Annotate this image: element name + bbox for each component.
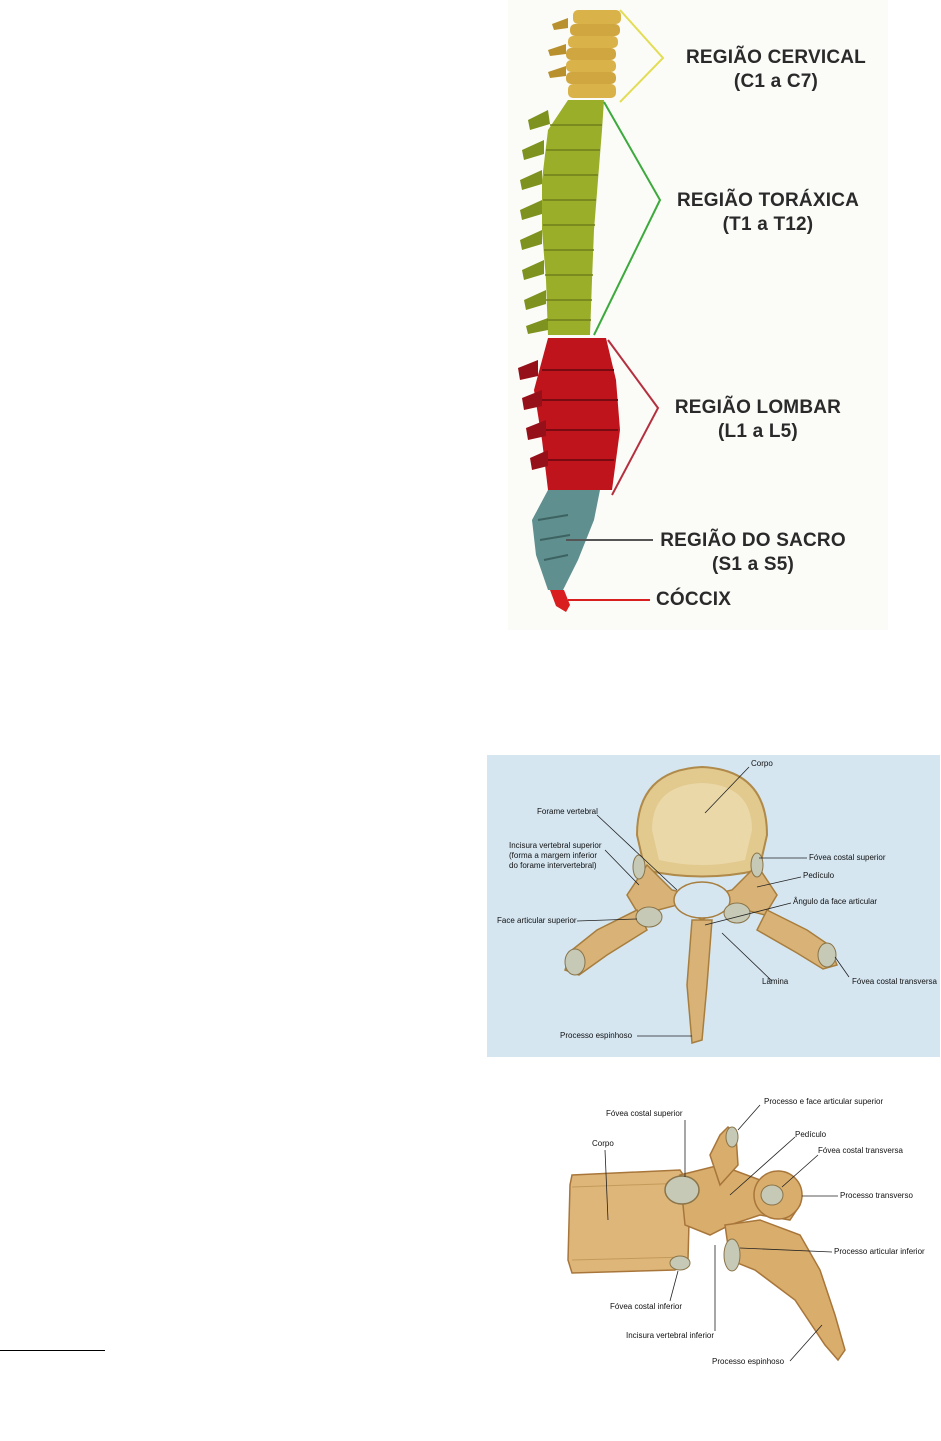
coccyx-label: CÓCCIX [656, 588, 736, 612]
lumbar-label: REGIÃO LOMBAR (L1 a L5) [648, 396, 868, 444]
footnote-rule [0, 1350, 105, 1351]
cervical-name: REGIÃO CERVICAL [685, 47, 866, 68]
label-lat-pediculo: Pedículo [795, 1130, 827, 1139]
cervical-range: (C1 a C7) [733, 71, 819, 92]
label-processo-transverso: Processo transverso [840, 1191, 913, 1200]
label-incisura-vertebral-inferior: Incisura vertebral inferior [626, 1331, 715, 1340]
label-forame-vertebral: Forame vertebral [537, 807, 598, 816]
cervical-label: REGIÃO CERVICAL (C1 a C7) [666, 46, 886, 94]
label-incisura-superior-1: Incisura vertebral superior [509, 841, 602, 850]
vertebra-superior-view: Corpo Forame vertebral Incisura vertebra… [487, 755, 940, 1057]
lumbar-name: REGIÃO LOMBAR [674, 397, 842, 418]
sacrum-name: REGIÃO DO SACRO [660, 530, 846, 551]
label-fovea-costal-transversa: Fóvea costal transversa [852, 977, 937, 986]
label-incisura-superior-3: do forame intervertebral) [509, 861, 597, 870]
vertebra-lateral-illustration [567, 1104, 846, 1362]
cervical-bracket [619, 9, 665, 103]
vertebra-superior-illustration [564, 765, 850, 1044]
label-processo-face-articular-superior: Processo e face articular superior [764, 1097, 884, 1106]
thoracic-vertebrae [520, 100, 604, 335]
label-corpo: Corpo [751, 759, 773, 768]
cervical-vertebrae [548, 10, 621, 98]
label-fovea-costal-superior: Fóvea costal superior [809, 853, 886, 862]
lumbar-bracket [607, 339, 660, 496]
lumbar-vertebrae [518, 338, 620, 490]
label-pediculo: Pedículo [803, 871, 835, 880]
coccyx [550, 590, 570, 612]
lumbar-range: (L1 a L5) [718, 421, 798, 442]
thoracic-bracket [593, 101, 662, 336]
label-angulo-face-articular: Ângulo da face articular [793, 897, 878, 906]
thoracic-label: REGIÃO TORÁXICA (T1 a T12) [658, 189, 878, 237]
sacrum-range: (S1 a S5) [711, 554, 795, 575]
label-processo-espinhoso: Processo espinhoso [560, 1031, 633, 1040]
sacrum-label: REGIÃO DO SACRO (S1 a S5) [648, 529, 858, 577]
thoracic-range: (T1 a T12) [722, 214, 814, 235]
label-lat-processo-espinhoso: Processo espinhoso [712, 1357, 785, 1366]
thoracic-name: REGIÃO TORÁXICA [676, 190, 860, 211]
label-lat-fovea-costal-superior: Fóvea costal superior [606, 1109, 683, 1118]
label-incisura-superior-2: (forma a margem inferior [509, 851, 598, 860]
label-lat-corpo: Corpo [592, 1139, 614, 1148]
label-lamina: Lâmina [762, 977, 789, 986]
label-lat-fovea-costal-transversa: Fóvea costal transversa [818, 1146, 903, 1155]
spine-regions-figure: REGIÃO CERVICAL (C1 a C7) REGIÃO TORÁXIC… [508, 0, 888, 630]
label-face-articular-superior: Face articular superior [497, 916, 577, 925]
coccyx-name: CÓCCIX [656, 589, 732, 610]
label-processo-articular-inferior: Processo articular inferior [834, 1247, 925, 1256]
vertebra-lateral-view: Processo e face articular superior Fóvea… [560, 1095, 935, 1375]
label-fovea-costal-inferior: Fóvea costal inferior [610, 1302, 683, 1311]
spine-illustration [518, 9, 665, 612]
